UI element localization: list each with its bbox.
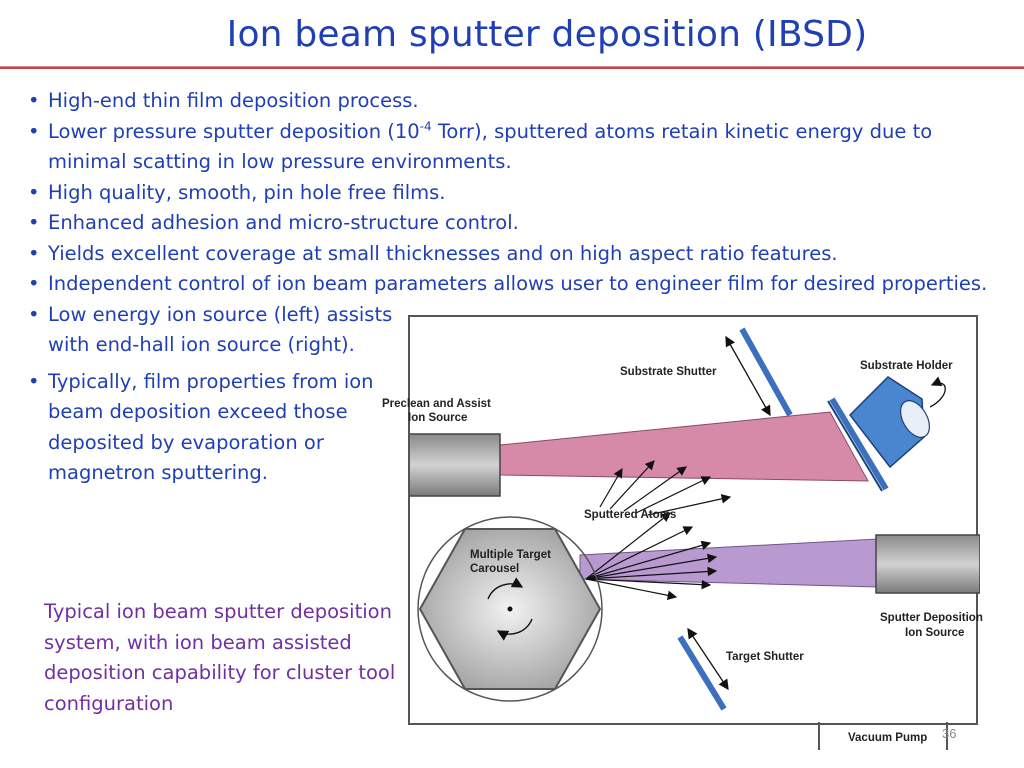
- bullet-text: Torr), sputtered atoms retain kinetic en…: [48, 119, 933, 174]
- bullet-text: High-end thin film deposition process.: [48, 89, 419, 112]
- page-number: 36: [942, 726, 957, 741]
- bullet-text: High quality, smooth, pin hole free film…: [48, 180, 446, 204]
- bullet-item: High-end thin film deposition process.: [28, 86, 988, 117]
- ibsd-system-diagram: Substrate Shutter Substrate Holder Sputt…: [408, 315, 983, 725]
- carousel-ring: [417, 516, 603, 702]
- bullet-text: Enhanced adhesion and micro-structure co…: [48, 211, 519, 234]
- label-substrate-holder: Substrate Holder: [860, 360, 953, 372]
- carousel-rotation-arrow-top: [487, 577, 524, 600]
- label-target-carousel-1: Multiple Target: [470, 549, 551, 561]
- carousel-center: [507, 606, 513, 612]
- assist-ion-beam: [499, 411, 869, 482]
- vacuum-pump-duct-left: [818, 722, 820, 750]
- bullet-text: Yields excellent coverage at small thick…: [48, 241, 838, 265]
- bullet-text: Lower pressure sputter deposition (10: [48, 119, 420, 143]
- diagram-graphics: [410, 327, 980, 711]
- bullet-text: Independent control of ion beam paramete…: [48, 272, 988, 295]
- bullet-item: Lower pressure sputter deposition (10-4 …: [28, 117, 988, 178]
- label-target-carousel-2: Carousel: [470, 563, 520, 575]
- carousel-rotation-arrow-bottom: [496, 618, 533, 641]
- vacuum-pump-duct-right: [946, 722, 948, 750]
- slide-title: Ion beam sputter deposition (IBSD): [226, 14, 868, 55]
- bullet-item: High quality, smooth, pin hole free film…: [28, 178, 988, 209]
- substrate-holder-cap: [899, 400, 931, 438]
- rotation-arrow: [929, 376, 946, 408]
- target-shutter-arrow: [687, 627, 729, 691]
- figure-caption: Typical ion beam sputter deposition syst…: [44, 600, 396, 715]
- title-divider: [0, 66, 1024, 69]
- sputtered-atoms-arrows-upper: [599, 460, 732, 516]
- label-vacuum-pump: Vacuum Pump: [848, 732, 928, 744]
- sputter-ion-beam: [579, 538, 879, 588]
- label-preclean-source-2: Ion Source: [408, 412, 468, 424]
- bullet-item: Enhanced adhesion and micro-structure co…: [28, 208, 988, 239]
- label-sputtered-atoms: Sputtered Atoms: [584, 509, 677, 521]
- sputtered-atoms-arrows-target: [585, 512, 718, 601]
- label-preclean-source-1: Preclean and Assist: [382, 398, 491, 410]
- bullet-item: Independent control of ion beam paramete…: [28, 269, 988, 300]
- substrate-shutter-arrow: [725, 335, 771, 417]
- preclean-ion-source: [410, 433, 501, 497]
- bullet-list: High-end thin film deposition process. L…: [28, 86, 988, 489]
- label-sputter-source-2: Ion Source: [905, 627, 965, 639]
- bullet-item: Typically, film properties from ion beam…: [28, 367, 398, 489]
- exponent: -4: [419, 119, 432, 133]
- label-sputter-source-1: Sputter Deposition: [880, 612, 983, 624]
- substrate-plate-edge: [827, 400, 883, 492]
- sputter-deposition-ion-source: [875, 534, 980, 594]
- bullet-item: Yields excellent coverage at small thick…: [28, 239, 988, 270]
- label-substrate-shutter: Substrate Shutter: [620, 366, 717, 378]
- substrate-plate: [829, 397, 889, 491]
- bullet-text: Low energy ion source (left) assists wit…: [48, 302, 393, 357]
- substrate-shutter: [739, 327, 793, 417]
- bullet-item: Low energy ion source (left) assists wit…: [28, 300, 398, 361]
- label-target-shutter: Target Shutter: [726, 651, 804, 663]
- bullet-text: Typically, film properties from ion beam…: [48, 369, 374, 485]
